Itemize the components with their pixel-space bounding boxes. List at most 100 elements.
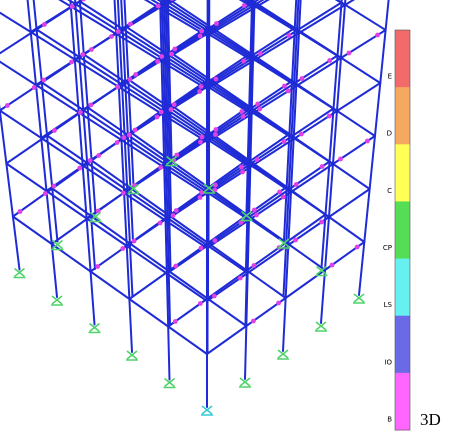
beam-y bbox=[51, 187, 93, 217]
hinge bbox=[170, 0, 174, 1]
column bbox=[123, 0, 135, 187]
hinge bbox=[95, 264, 100, 269]
hinge bbox=[257, 106, 263, 112]
legend-band bbox=[395, 144, 410, 174]
beam-y bbox=[248, 163, 292, 193]
hinge bbox=[114, 140, 120, 145]
legend-label: CP bbox=[383, 244, 392, 252]
hinge bbox=[365, 138, 370, 144]
hinge bbox=[126, 132, 132, 138]
hinge bbox=[285, 88, 291, 94]
column bbox=[74, 0, 96, 270]
beam-y bbox=[46, 134, 89, 164]
beam-y bbox=[167, 270, 209, 300]
beam-y bbox=[163, 111, 209, 141]
beam-x bbox=[246, 244, 290, 274]
column bbox=[358, 0, 390, 296]
beam-y bbox=[124, 81, 168, 111]
legend-label: LS bbox=[384, 301, 393, 309]
beam-y bbox=[168, 50, 211, 80]
beam-y bbox=[11, 215, 53, 245]
hinge bbox=[89, 47, 94, 52]
legend-band bbox=[395, 315, 410, 345]
beam-y bbox=[81, 164, 126, 194]
frame-model bbox=[0, 0, 390, 408]
hinge bbox=[78, 110, 83, 115]
column bbox=[159, 7, 171, 381]
beam-x bbox=[77, 83, 124, 114]
beam-x bbox=[206, 113, 253, 143]
beam-y bbox=[150, 0, 164, 7]
beam-y bbox=[120, 139, 166, 169]
hinge bbox=[326, 113, 332, 119]
hinge bbox=[17, 209, 23, 214]
column bbox=[320, 0, 343, 269]
hinge bbox=[5, 103, 10, 108]
beam-y bbox=[238, 0, 256, 9]
hinge bbox=[237, 275, 243, 281]
beam-y bbox=[285, 241, 326, 271]
hinge bbox=[197, 33, 203, 39]
hinge bbox=[319, 164, 325, 169]
beam-y bbox=[126, 134, 169, 164]
hinge bbox=[375, 32, 380, 38]
beam-y bbox=[67, 0, 77, 5]
view-label: 3D bbox=[420, 410, 441, 429]
hinge bbox=[293, 237, 298, 243]
legend-band bbox=[395, 30, 410, 60]
hinge bbox=[198, 139, 203, 145]
hinge bbox=[319, 219, 325, 225]
beam-x bbox=[78, 0, 85, 3]
beam-x bbox=[249, 82, 296, 113]
hinge bbox=[213, 76, 219, 82]
beam-y bbox=[206, 85, 253, 115]
beam-y bbox=[115, 33, 163, 63]
beam-y bbox=[206, 244, 249, 274]
column bbox=[320, 0, 347, 324]
hinge bbox=[199, 190, 204, 195]
column bbox=[166, 0, 173, 159]
beam-y bbox=[332, 107, 376, 137]
beam-y bbox=[206, 297, 248, 327]
hinge bbox=[42, 22, 47, 27]
hinge bbox=[213, 182, 218, 188]
beam-y bbox=[252, 4, 300, 34]
beam-y bbox=[73, 58, 120, 88]
beam-y bbox=[169, 103, 211, 133]
hinge bbox=[198, 84, 204, 89]
beam-y bbox=[162, 58, 209, 88]
hinge bbox=[214, 21, 219, 26]
beam-y bbox=[82, 109, 126, 139]
hinge bbox=[115, 84, 121, 90]
hinge bbox=[31, 85, 37, 90]
hinge bbox=[240, 114, 246, 119]
hinge bbox=[120, 190, 126, 196]
hinge bbox=[159, 54, 165, 59]
hinge bbox=[172, 319, 178, 324]
legend-border bbox=[394, 29, 411, 431]
hinge bbox=[213, 132, 218, 137]
hinge bbox=[127, 21, 133, 27]
hinge bbox=[120, 246, 126, 251]
support-icon bbox=[315, 265, 328, 277]
hinge bbox=[239, 164, 244, 170]
hinge bbox=[199, 28, 205, 34]
hinge bbox=[157, 220, 163, 226]
beam-y bbox=[127, 78, 170, 108]
beam-x bbox=[327, 188, 371, 218]
hinge bbox=[241, 58, 247, 64]
beam-x bbox=[123, 164, 168, 194]
beam-x bbox=[206, 60, 254, 90]
beam-y bbox=[334, 0, 346, 6]
beam-y bbox=[129, 187, 171, 217]
beam-x bbox=[29, 3, 77, 33]
beam-y bbox=[328, 160, 371, 190]
beam-y bbox=[29, 31, 76, 61]
hinge bbox=[198, 245, 204, 251]
legend-band bbox=[395, 58, 410, 88]
beam-y bbox=[74, 3, 121, 33]
legend-label: B bbox=[387, 415, 392, 423]
beam-y bbox=[164, 219, 208, 249]
